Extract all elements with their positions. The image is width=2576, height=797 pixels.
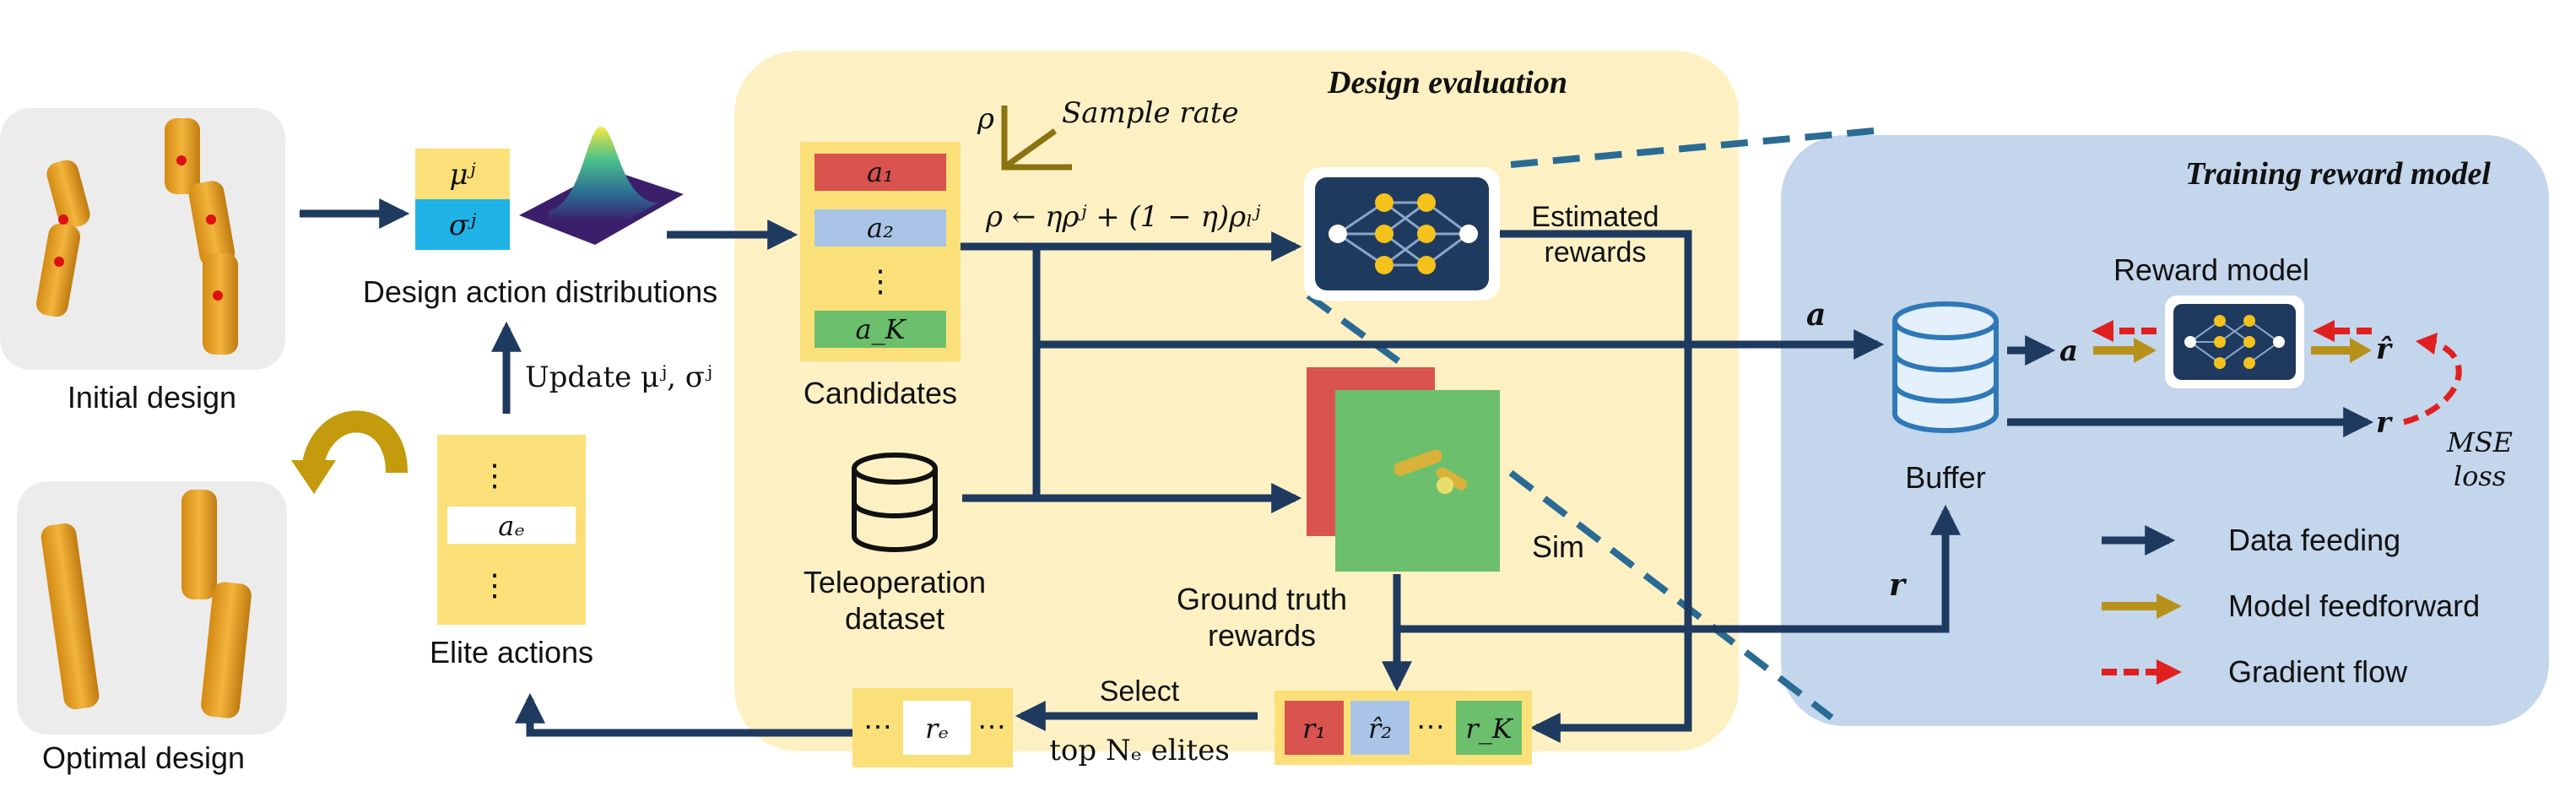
zoom-line-top: [1510, 127, 1875, 168]
teleop-line1: Teleoperation: [804, 565, 986, 599]
select-item: rₑ: [925, 713, 949, 745]
teleop-line2: dataset: [845, 601, 944, 636]
selected-elite-item-box: [903, 701, 971, 755]
reward-r1-box: [1285, 701, 1344, 755]
candidates-label: Candidates: [804, 376, 957, 410]
select-dots-right: ⋯: [977, 711, 1006, 743]
training-reward-model-panel: [1781, 135, 2549, 726]
reward-dots: ⋯: [1416, 711, 1445, 743]
zoom-line-bottom: [1508, 469, 1834, 721]
reward-rk: r_K: [1465, 713, 1513, 745]
arrow-estimator-to-rewards: [1500, 230, 1692, 743]
legend: Data feeding Model feedforward Gradient …: [2102, 523, 2480, 689]
legend-feedforward: Model feedforward: [2228, 588, 2480, 623]
candidate-ak: a_K: [856, 313, 907, 345]
optimal-design-label: Optimal design: [42, 740, 245, 775]
reward-rk-box: [1456, 701, 1522, 755]
ground-truth-line1: Ground truth: [1177, 582, 1347, 616]
gradient-arrow-in: [2092, 320, 2157, 342]
update-label: Update μʲ, σʲ: [525, 361, 712, 394]
model-input-a: a: [2059, 334, 2078, 368]
distributions-label: Design action distributions: [363, 274, 717, 309]
ground-truth-line2: rewards: [1208, 618, 1316, 653]
optimal-design-image: [17, 481, 287, 735]
sample-rate-label: Sample rate: [1062, 96, 1239, 130]
reward-model-label: Reward model: [2113, 252, 2309, 287]
design-evaluation-title: Design evaluation: [1327, 65, 1567, 100]
candidate-a2-box: [814, 209, 946, 247]
feedforward-arrow-out: [2311, 338, 2372, 363]
legend-gradient-head: [2157, 659, 2182, 685]
database-icon: [852, 453, 938, 552]
target-r: r: [2376, 406, 2393, 440]
training-reward-model-title: Training reward model: [2185, 156, 2491, 192]
sample-rate-formula: ρ ← ηρʲ + (1 − η)ρₗʲ: [985, 200, 1260, 234]
predicted-r-hat: r̂: [2376, 333, 2393, 366]
candidate-a2: a₂: [867, 212, 894, 244]
elite-actions-label: Elite actions: [430, 635, 593, 670]
buffer-icon: [1892, 301, 1999, 433]
mu-label: μʲ: [449, 158, 475, 192]
sigma-label: σʲ: [449, 209, 476, 242]
elite-item-box: [447, 507, 576, 544]
initial-design-image: [0, 108, 285, 370]
candidate-dots: ⋮: [865, 263, 896, 298]
feedforward-arrow-in: [2093, 338, 2157, 363]
legend-feedforward-head: [2157, 594, 2182, 619]
reward-r2-box: [1350, 701, 1410, 755]
elite-dots-top: ⋮: [479, 458, 510, 492]
arrow-sim-to-buffer: [1397, 504, 1961, 633]
buffer-label: Buffer: [1905, 460, 1985, 495]
reward-estimator-icon: [1304, 167, 1500, 301]
mse-loss-arrow: [2403, 333, 2462, 426]
mse-line1: MSE: [2446, 426, 2513, 458]
mse-line2: loss: [2454, 460, 2506, 492]
arrow-select-to-elites: [515, 692, 852, 737]
estimated-rewards-line1: Estimated: [1531, 201, 1659, 233]
sample-rate-axis-icon: [1001, 106, 1072, 171]
elite-dots-bottom: ⋮: [479, 567, 510, 602]
sim-label: Sim: [1532, 529, 1584, 564]
rho-label: ρ: [977, 102, 994, 136]
legend-gradient: Gradient flow: [2228, 654, 2408, 689]
select-line1: Select: [1100, 675, 1180, 708]
mu-box: [415, 149, 510, 199]
reward-r2: r̂₂: [1368, 713, 1392, 745]
loop-arrow-icon: [291, 410, 408, 494]
buffer-input-r: r: [1889, 567, 1908, 603]
simulation-icon: [1307, 367, 1500, 572]
buffer-input-a: a: [1806, 297, 1826, 333]
reward-r1: r₁: [1302, 713, 1326, 745]
legend-data-feeding: Data feeding: [2228, 523, 2400, 557]
gradient-arrow-out: [2313, 320, 2372, 342]
candidate-a1-box: [814, 154, 946, 191]
reward-model-icon: [2165, 295, 2304, 388]
select-dots-left: ⋯: [863, 711, 892, 743]
sigma-box: [415, 199, 510, 250]
elite-item: aₑ: [498, 510, 524, 542]
zoom-line-mid: [1306, 292, 1404, 366]
estimated-rewards-line2: rewards: [1545, 236, 1647, 268]
select-line2: top Nₑ elites: [1049, 734, 1230, 767]
candidate-ak-box: [814, 311, 946, 348]
candidate-a1: a₁: [867, 156, 894, 188]
gaussian-surface-icon: [519, 127, 684, 245]
initial-design-label: Initial design: [68, 380, 236, 415]
